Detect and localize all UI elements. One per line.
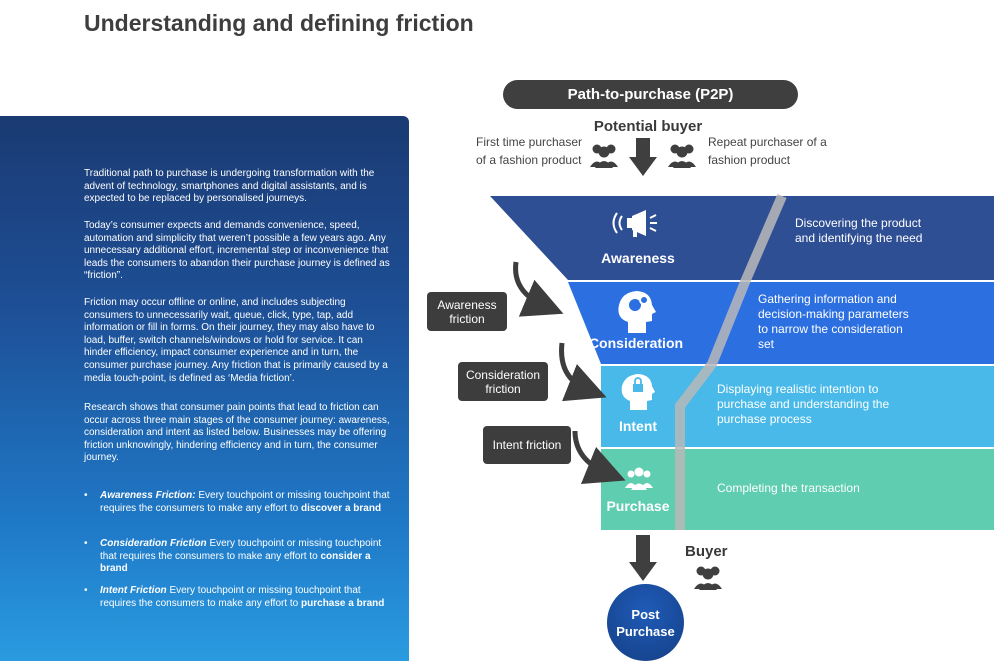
curved-arrow-icon [572,430,626,484]
bullet-strong: discover a brand [301,502,382,514]
stage-desc-consideration: Gathering information and decision-makin… [758,292,909,351]
friction-box-awareness: Awareness friction [427,292,507,331]
post-purchase-line: Post [631,606,660,622]
bullet-term: Consideration Friction [100,538,207,549]
info-panel [0,116,409,661]
p2p-header: Path-to-purchase (P2P) [503,80,798,109]
bullet-text: Every touchpoint or missing touchpoint t… [100,490,390,514]
stage-label-purchase: Purchase [606,498,670,514]
stage-desc-awareness: Discovering the product and identifying … [795,216,923,245]
bullet-text: Every touchpoint or missing touchpoint t… [100,538,382,562]
down-arrow-icon [629,138,657,176]
panel-paragraph: Traditional path to purchase is undergoi… [84,168,375,205]
buyer-label: Buyer [685,543,728,560]
head-lock-icon [621,374,655,410]
repeat-purchaser-label: Repeat purchaser of a fashion product [708,135,827,167]
bullet-text: Every touchpoint or missing touchpoint t… [100,585,361,609]
curved-arrow-icon [559,342,607,402]
bullet-strong: purchase a brand [301,597,385,609]
curved-arrow-icon [513,261,564,317]
panel-paragraph: Friction may occur offline or online, an… [84,297,388,384]
people-icon-left [590,144,618,168]
friction-box-intent: Intent friction [483,426,571,464]
awareness-band [490,196,994,280]
bullet-term: Intent Friction [100,585,167,596]
page-title: Understanding and defining friction [84,10,474,36]
post-purchase-circle: Post Purchase [607,584,684,661]
people-group-icon [625,467,653,490]
stage-desc-purchase: Completing the transaction [717,481,860,495]
stage-desc-intent: Displaying realistic intention to purcha… [717,382,890,426]
bullet-term: Awareness Friction: [100,490,196,501]
funnel-divider [675,194,787,530]
down-arrow-icon [629,535,657,581]
bullet-strong: consider a brand [100,550,371,575]
panel-paragraph: Research shows that consumer pain points… [84,402,390,464]
purchase-band [601,449,994,530]
people-icon-right [668,144,696,168]
consideration-band [568,282,994,364]
stage-label-intent: Intent [618,418,658,434]
panel-paragraph: Today’s consumer expects and demands con… [84,220,390,282]
head-gears-icon [618,291,656,333]
post-purchase-line: Purchase [616,623,675,639]
potential-buyer-label: Potential buyer [593,118,703,135]
stage-label-awareness: Awareness [601,250,675,266]
first-time-purchaser-label: First time purchaser of a fashion produc… [476,135,583,167]
stage-label-consideration: Consideration [588,335,684,351]
megaphone-icon [612,210,657,237]
friction-box-consideration: Consideration friction [458,362,548,401]
people-icon-buyer [694,566,722,590]
